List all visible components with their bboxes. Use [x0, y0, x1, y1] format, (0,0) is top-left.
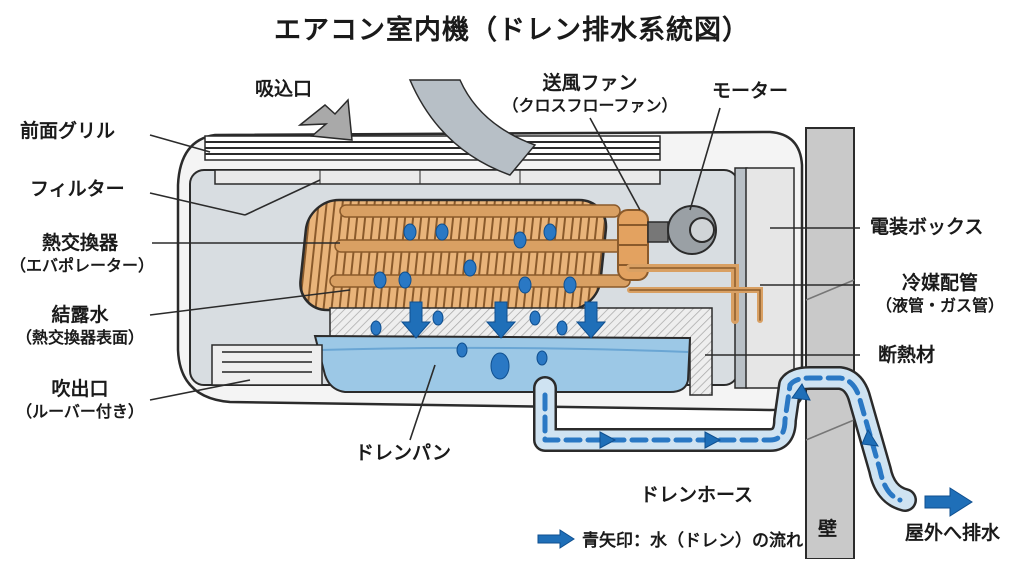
label-condensation: 結露水 （熱交換器表面） [10, 304, 150, 348]
heat-exchanger [299, 198, 631, 312]
label-wall: 壁 [818, 518, 838, 540]
hose-flow-arrows [599, 383, 879, 449]
condensation-droplets [373, 223, 577, 294]
front-grille [204, 135, 661, 161]
page-title: エアコン室内機（ドレン排水系統図） [274, 15, 750, 46]
legend-arrow-icon [537, 528, 575, 549]
label-insulation: 断熱材 [878, 344, 936, 366]
label-fan-sub: （クロスフローファン） [502, 95, 678, 115]
label-intake: 吸込口 [255, 78, 313, 100]
label-heat-exchanger-main: 熱交換器 [41, 232, 118, 254]
label-condensation-sub: （熱交換器表面） [15, 327, 144, 347]
label-filter: フィルター [30, 178, 125, 200]
drip-arrows [400, 301, 607, 339]
intake-arrow [297, 98, 353, 141]
label-heat-exchanger: 熱交換器 （エバポレーター） [10, 232, 155, 276]
label-drain-hose: ドレンホース [640, 484, 754, 506]
label-drain-pan: ドレンパン [355, 442, 451, 464]
airflow-swoosh [408, 79, 537, 176]
label-refrigerant-pipe-sub: （液管・ガス管） [875, 295, 1004, 315]
label-outlet-main: 吹出口 [51, 378, 109, 400]
label-outdoor-drain: 屋外へ排水 [905, 522, 1001, 544]
drain-hose [533, 366, 917, 512]
wall [805, 127, 855, 560]
motor [647, 205, 717, 255]
label-fan-main: 送風ファン [542, 72, 638, 94]
leader-lines [149, 107, 860, 441]
label-heat-exchanger-sub: （エバポレーター） [10, 255, 155, 275]
label-electrical-box: 電装ボックス [870, 216, 984, 238]
outdoor-drain-arrow [924, 487, 973, 517]
label-front-grille: 前面グリル [20, 120, 116, 142]
label-refrigerant-pipe: 冷媒配管 （液管・ガス管） [865, 272, 1015, 316]
label-condensation-main: 結露水 [51, 304, 109, 326]
refrigerant-pipes [626, 264, 763, 324]
label-refrigerant-pipe-main: 冷媒配管 [901, 272, 978, 294]
outlet-louvers [211, 344, 323, 386]
label-outlet-sub: （ルーバー付き） [16, 401, 144, 421]
label-outlet: 吹出口 （ルーバー付き） [10, 378, 150, 422]
legend: 青矢印：水（ドレン）の流れ [536, 526, 803, 551]
legend-text: 青矢印：水（ドレン）の流れ [582, 531, 803, 551]
electrical-box [745, 167, 795, 389]
filter [214, 169, 661, 185]
pan-droplets [370, 310, 568, 380]
label-motor: モーター [712, 80, 789, 102]
label-fan: 送風ファン （クロスフローファン） [500, 72, 680, 116]
